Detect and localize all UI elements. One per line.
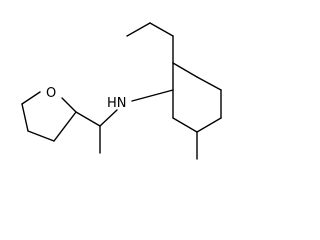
bond-thf-c3-c2 — [53, 111, 77, 142]
bond-thf-c2-o — [61, 97, 77, 113]
bond-nitrogen-ch — [99, 109, 118, 127]
bond-thf-c5-c4 — [21, 103, 29, 132]
nitrogen-atom-label: HN — [107, 96, 127, 111]
bond-isopropyl-ch-methyl-right — [149, 22, 174, 37]
bond-ring-c6-c1 — [172, 117, 198, 133]
bond-ch-thf — [75, 111, 101, 127]
oxygen-atom-label: O — [46, 86, 56, 101]
bond-isopropyl-ch-methyl-left — [126, 22, 151, 37]
bond-thf-c4-c3 — [27, 130, 55, 142]
bond-thf-o-c5 — [21, 91, 41, 105]
cyclohexane-ring — [172, 62, 222, 133]
bond-ring-nitrogen — [131, 89, 174, 102]
bond-ring-c5-c6 — [196, 117, 222, 133]
bond-ring-c2-c3 — [172, 62, 198, 78]
tetrahydrofuran-ring — [21, 91, 77, 142]
isopropyl-group — [126, 22, 174, 64]
bond-ring-c3-c4 — [196, 76, 222, 91]
molecule-structure: HN O — [21, 22, 222, 160]
